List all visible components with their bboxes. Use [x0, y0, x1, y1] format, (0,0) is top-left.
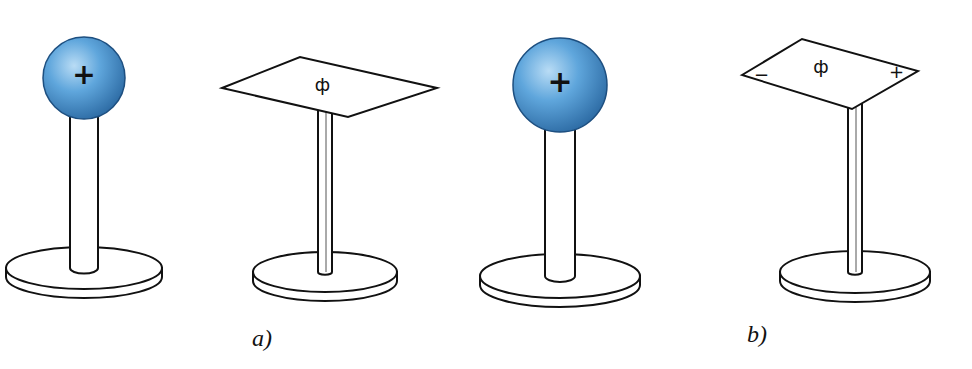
charge-sign: + — [547, 67, 572, 97]
stand — [780, 98, 930, 302]
panel-label: a) — [252, 325, 272, 352]
stand-pole — [848, 98, 862, 275]
charge-symbol: ф — [813, 58, 828, 76]
stand-pole — [318, 108, 332, 275]
charged-sphere: + — [42, 36, 126, 120]
stand-pole — [70, 110, 98, 274]
metal-plate: − ф + — [740, 37, 920, 111]
charged-sphere: + — [512, 37, 608, 133]
metal-plate: ф — [220, 55, 438, 118]
charge-sign: + — [72, 61, 95, 89]
charge-symbol: ф — [315, 76, 330, 94]
pole-shade — [326, 108, 327, 272]
stand — [6, 110, 162, 298]
stand-pole — [545, 125, 575, 282]
pole-shade — [856, 98, 857, 272]
stand — [253, 108, 397, 301]
panel-label: b) — [747, 321, 767, 348]
stand — [480, 125, 640, 307]
charge-symbol: + — [889, 63, 904, 81]
charge-symbol: − — [754, 66, 769, 84]
